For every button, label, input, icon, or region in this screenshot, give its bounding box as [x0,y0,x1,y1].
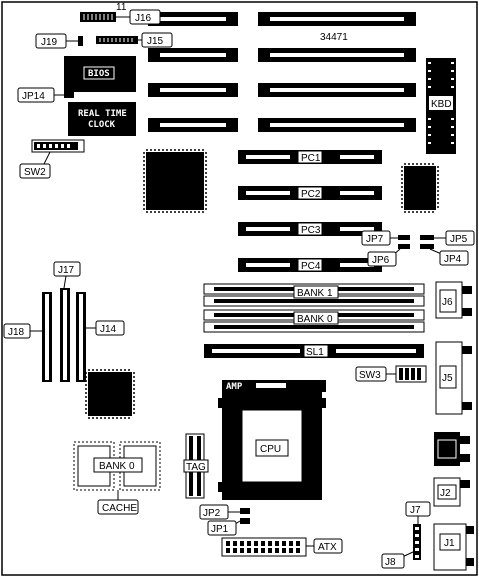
pc1-label: PC1 [301,153,321,164]
rtc-label-line1: REAL TIME [78,109,127,119]
sw2-label: SW2 [24,167,46,178]
jp5-jumper [420,235,434,240]
atx-label: ATX [318,542,337,553]
cache-label: CACHE [102,503,137,514]
board-model: 34471 [320,32,348,43]
rtc-label-line2: CLOCK [88,120,116,130]
jp7-jumper [398,235,410,240]
j1-connector [433,523,467,571]
bank1-label: BANK 1 [297,288,333,299]
cache-chip-large [88,372,132,416]
jp7-label: JP7 [366,234,384,245]
chipset-large [146,152,204,210]
j17-label: J17 [58,265,75,276]
j15-header [96,36,138,44]
j14-callout [95,320,125,336]
j19-label: J19 [41,37,58,48]
isa-slots [148,12,416,132]
j1-label: J1 [444,538,455,549]
jp5-label: JP5 [450,234,468,245]
j2-label: J2 [440,488,451,499]
j8-label: J8 [385,557,396,568]
bank0-label: BANK 0 [297,314,333,325]
j16-header [80,12,116,22]
chipset-small [404,166,436,210]
j19-header [78,36,83,46]
j16-callout [129,9,161,25]
pc4-label: PC4 [301,261,321,272]
sw2-callout [19,163,51,179]
j16-label: J16 [135,13,152,24]
jp5-callout [445,230,475,246]
j15-callout [141,32,173,48]
cache-bank: BANK 0 CACHE [73,441,161,515]
jp6-callout [367,251,397,267]
amp-label: AMP [226,382,243,392]
rtc-chip [68,102,136,136]
jp1-jumper [240,518,250,524]
pc2-label: PC2 [301,189,321,200]
j6-label: J6 [442,297,453,308]
jp4-label: JP4 [444,254,462,265]
jp1-callout [207,520,237,536]
sl1-label: SL1 [306,347,324,358]
j7-label: J7 [410,505,421,516]
jp14-jumper [64,92,74,98]
jp6-label: JP6 [372,255,390,266]
jp4-jumper [420,244,434,249]
kbd-label: KBD [431,99,452,110]
pci-slots: PC1 PC2 PC3 PC4 [238,150,382,272]
j5-label: J5 [442,373,453,384]
jp4-callout [439,250,469,266]
memory-banks: BANK 1 BANK 0 [203,283,425,333]
j18-label: J18 [8,327,25,338]
jp1-label: JP1 [211,524,229,535]
atx-connector [221,537,307,557]
j14-label: J14 [100,324,117,335]
pc3-label: PC3 [301,225,321,236]
tag-label: TAG [186,462,206,473]
pin-number: 11 [116,2,127,13]
jp2-jumper [240,508,250,514]
atx-callout [313,538,343,554]
j17-callout [53,261,81,277]
cache-callout [97,499,139,515]
sw3-label: SW3 [359,370,381,381]
j15-label: J15 [147,36,164,47]
jp6-jumper [398,244,410,249]
bios-label: BIOS [88,69,110,79]
cache-bank-label: BANK 0 [99,461,135,472]
jp14-label: JP14 [22,91,45,102]
jp2-label: JP2 [203,508,221,519]
cpu-label: CPU [260,444,281,455]
j8-callout [381,553,405,569]
